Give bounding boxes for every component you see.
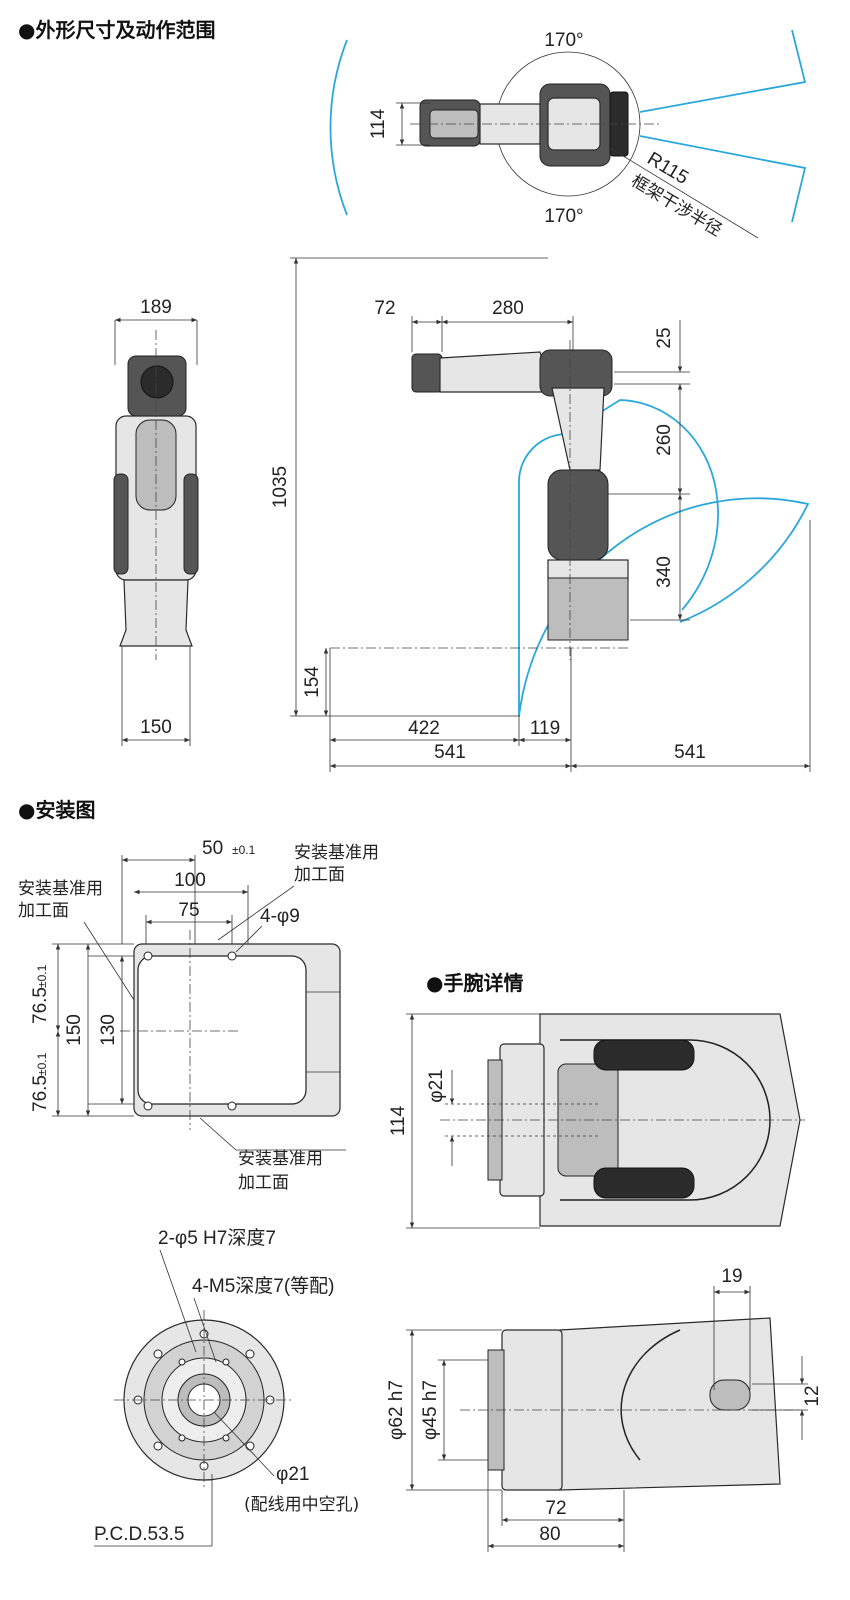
front-width-label: 189 bbox=[140, 297, 172, 318]
side-d541-right-label: 541 bbox=[674, 742, 706, 763]
install-ref-left-line2: 加工面 bbox=[18, 901, 69, 921]
install-tol50-label: ±0.1 bbox=[232, 843, 256, 857]
install-ref-left-line1: 安装基准用 bbox=[18, 879, 103, 899]
wrist-top-view: φ21 114 bbox=[388, 1013, 805, 1229]
side-d541-left-label: 541 bbox=[434, 742, 466, 763]
wrist-d72-label: 72 bbox=[545, 1498, 566, 1519]
installation-view: 50 ±0.1 100 75 4-φ9 安装基准用 加工面 安装基准用 加工面 … bbox=[18, 838, 379, 1193]
wrist-phi21-label: φ21 bbox=[426, 1069, 447, 1102]
side-d260-label: 260 bbox=[654, 424, 675, 456]
section-heading-installation: ●安装图 bbox=[18, 798, 96, 822]
wrist-d80-label: 80 bbox=[539, 1524, 560, 1545]
flange-front-view: 2-φ5 H7深度7 4-M5深度7(等配) φ21 (配线用中空孔) P.C.… bbox=[94, 1227, 359, 1547]
wrist-side-view: 19 12 φ62 h7 φ45 h7 72 80 bbox=[386, 1266, 823, 1552]
install-ref-top-line2: 加工面 bbox=[294, 865, 345, 885]
side-d119-label: 119 bbox=[530, 718, 560, 739]
side-view-reach-arc bbox=[518, 399, 719, 716]
top-view: 114 170° 170° R115 框架干涉半径 bbox=[329, 29, 807, 241]
install-d100-label: 100 bbox=[174, 870, 206, 891]
wrist-phi62-label: φ62 h7 bbox=[386, 1380, 407, 1440]
side-d25-label: 25 bbox=[654, 327, 675, 348]
install-d150-label: 150 bbox=[64, 1014, 85, 1046]
install-d75-label: 75 bbox=[178, 900, 199, 921]
flange-bore-label: φ21 bbox=[276, 1464, 309, 1485]
wrist-phi45-label: φ45 h7 bbox=[420, 1380, 441, 1440]
section-heading-dimensions: ●外形尺寸及动作范围 bbox=[18, 18, 216, 42]
wrist-d12-label: 12 bbox=[802, 1385, 823, 1406]
flange-bore-note: (配线用中空孔) bbox=[244, 1495, 359, 1515]
side-view: 72 280 25 260 340 1035 154 422 119 541 5… bbox=[270, 257, 811, 772]
install-ref-top-line1: 安装基准用 bbox=[294, 843, 379, 863]
flange-pcd-label: P.C.D.53.5 bbox=[94, 1524, 184, 1545]
wrist-d19-label: 19 bbox=[721, 1266, 742, 1287]
install-holes-label: 4-φ9 bbox=[260, 906, 300, 927]
front-view: 189 150 bbox=[113, 297, 199, 746]
install-tol76a-label: ±0.1 bbox=[35, 964, 49, 988]
install-d130-label: 130 bbox=[98, 1014, 119, 1046]
side-d280-label: 280 bbox=[492, 298, 524, 319]
angle-top-label: 170° bbox=[544, 30, 583, 51]
install-d76b-label: 76.5 bbox=[30, 1075, 51, 1112]
install-tol76b-label: ±0.1 bbox=[35, 1052, 49, 1076]
front-base-width-label: 150 bbox=[140, 717, 172, 738]
side-d154-label: 154 bbox=[302, 666, 323, 698]
side-d340-label: 340 bbox=[654, 556, 675, 588]
install-ref-bottom-line2: 加工面 bbox=[238, 1173, 289, 1193]
angle-bottom-label: 170° bbox=[544, 206, 583, 227]
wrist-d114-label: 114 bbox=[388, 1105, 409, 1136]
side-d72-label: 72 bbox=[374, 298, 395, 319]
install-d50-label: 50 bbox=[202, 838, 223, 859]
flange-pin-label: 2-φ5 H7深度7 bbox=[158, 1227, 276, 1249]
side-d422-label: 422 bbox=[408, 718, 440, 739]
side-height-label: 1035 bbox=[270, 466, 291, 508]
install-d76a-label: 76.5 bbox=[30, 987, 51, 1024]
section-heading-wrist: ●手腕详情 bbox=[426, 971, 524, 995]
top-view-width-label: 114 bbox=[368, 108, 389, 139]
top-view-reach-arc bbox=[329, 39, 348, 216]
flange-tap-label: 4-M5深度7(等配) bbox=[192, 1275, 335, 1297]
install-ref-bottom-line1: 安装基准用 bbox=[238, 1149, 323, 1169]
